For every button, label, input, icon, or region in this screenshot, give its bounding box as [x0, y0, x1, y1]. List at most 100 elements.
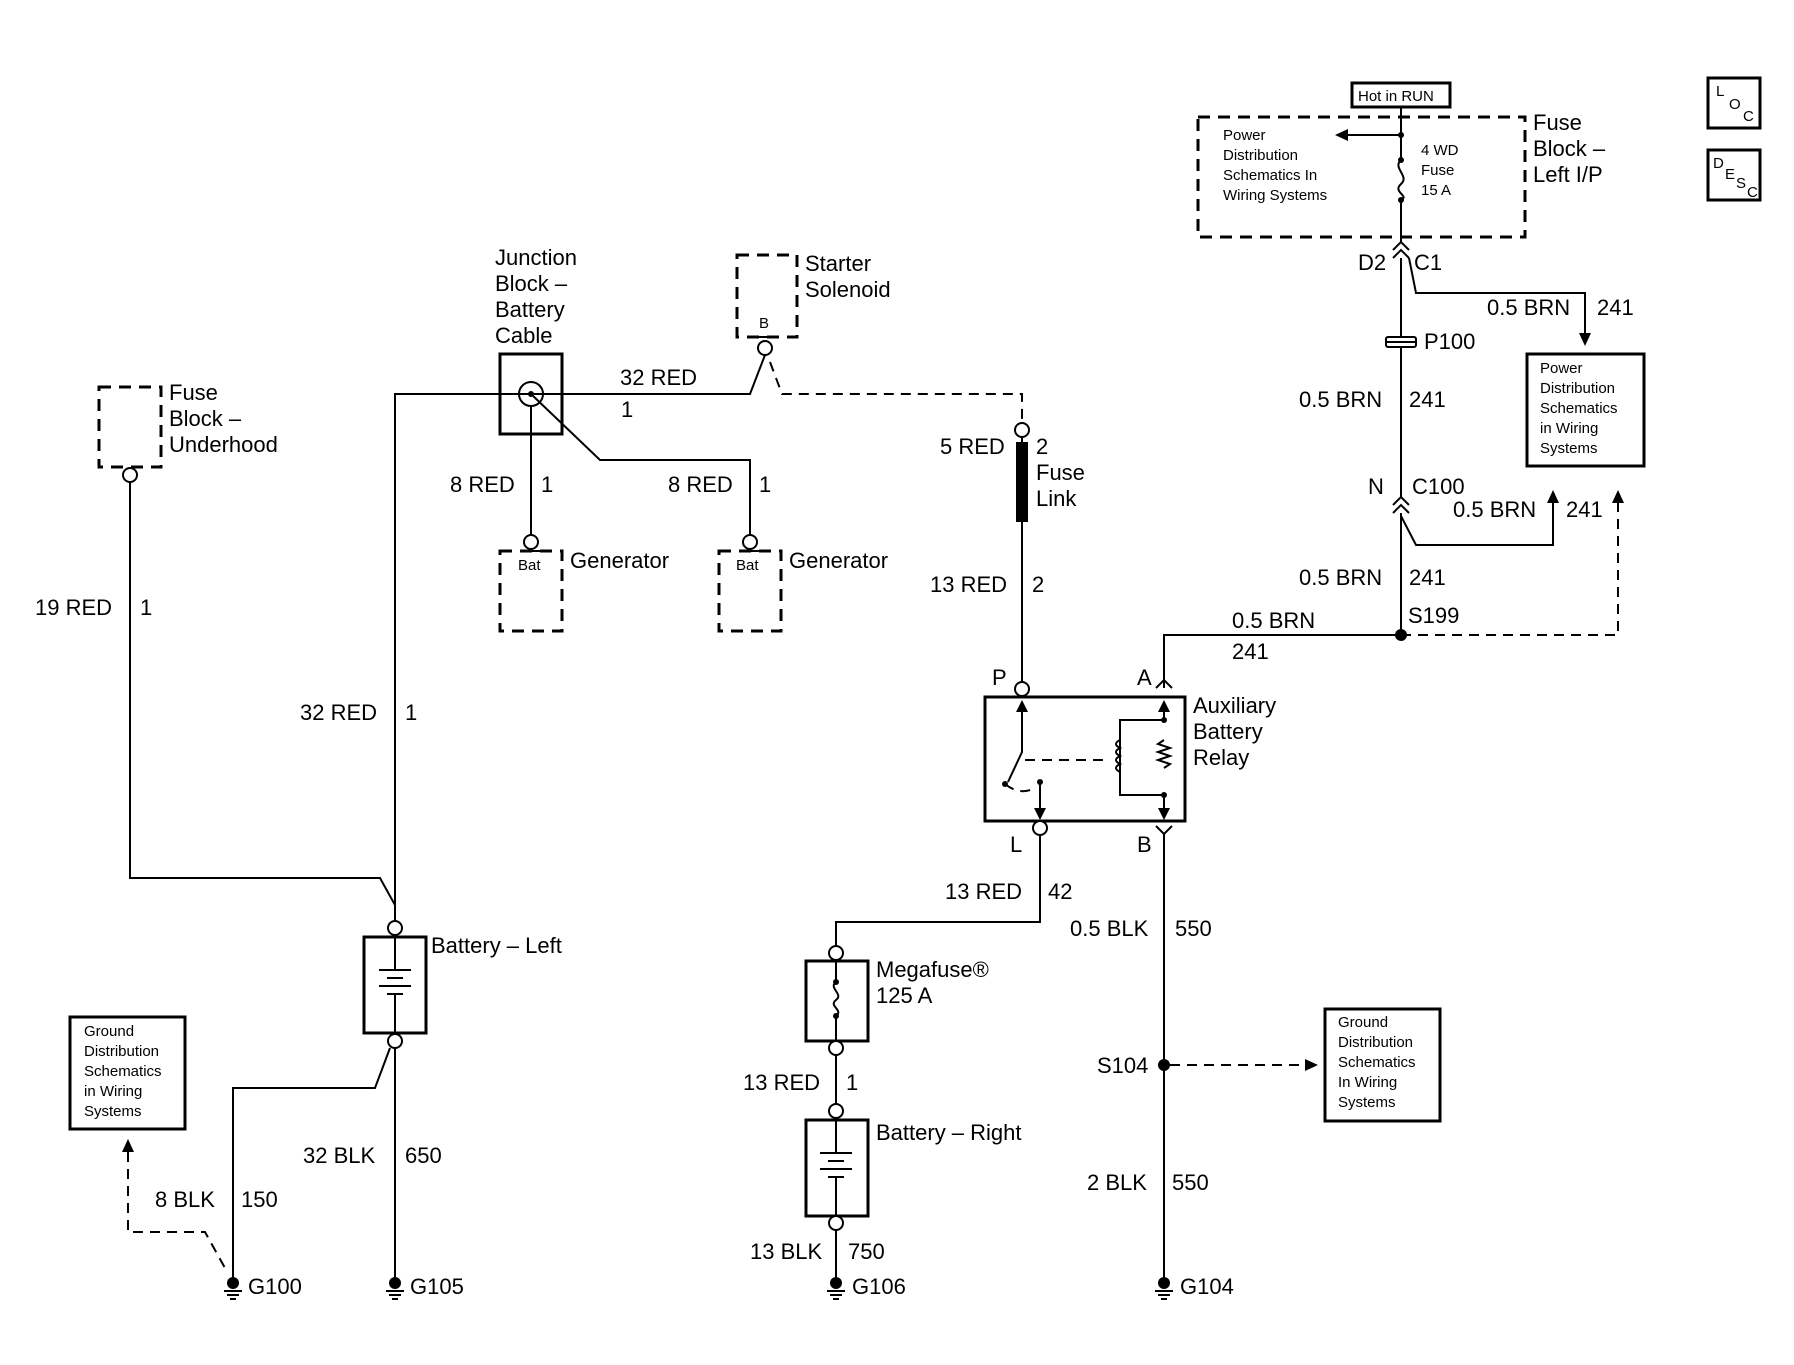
svg-text:241: 241	[1597, 295, 1634, 320]
svg-text:Block –: Block –	[1533, 136, 1606, 161]
svg-text:G106: G106	[852, 1274, 906, 1299]
svg-text:Megafuse®: Megafuse®	[876, 957, 989, 982]
svg-text:Generator: Generator	[570, 548, 669, 573]
svg-text:0.5 BRN: 0.5 BRN	[1453, 497, 1536, 522]
ground-distribution-ref-left[interactable]: Ground Distribution Schematics in Wiring…	[68, 1015, 187, 1131]
svg-text:E: E	[1725, 166, 1735, 183]
svg-text:C: C	[1747, 184, 1758, 201]
svg-text:Bat: Bat	[736, 557, 759, 574]
megafuse-125a: Megafuse® 125 A	[804, 945, 989, 1056]
svg-text:Power: Power	[1540, 360, 1583, 377]
svg-text:0.5 BRN: 0.5 BRN	[1487, 295, 1570, 320]
svg-text:42: 42	[1048, 879, 1072, 904]
wire-19-red	[129, 482, 396, 906]
svg-text:S104: S104	[1097, 1053, 1148, 1078]
svg-text:550: 550	[1172, 1170, 1209, 1195]
svg-text:2: 2	[1036, 434, 1048, 459]
svg-text:1: 1	[621, 397, 633, 422]
svg-text:D2: D2	[1358, 250, 1386, 275]
auxiliary-battery-relay: P A L B Auxiliary Battery Relay	[983, 665, 1276, 857]
svg-text:19 RED: 19 RED	[35, 595, 112, 620]
svg-text:Schematics In: Schematics In	[1223, 167, 1317, 184]
starter-solenoid: B Starter Solenoid	[735, 251, 891, 339]
svg-text:8 RED: 8 RED	[668, 472, 733, 497]
svg-text:15 A: 15 A	[1421, 182, 1451, 199]
ground-g100: G100	[224, 1274, 302, 1300]
desc-button[interactable]: D E S C	[1706, 148, 1762, 202]
svg-text:Schematics: Schematics	[84, 1063, 162, 1080]
fuse-block-underhood: Fuse Block – Underhood	[97, 380, 278, 483]
svg-text:B: B	[1137, 832, 1152, 857]
svg-text:L: L	[1716, 83, 1724, 100]
splice-s104	[1158, 1059, 1170, 1071]
svg-text:13 RED: 13 RED	[930, 572, 1007, 597]
svg-text:Bat: Bat	[518, 557, 541, 574]
svg-text:13 RED: 13 RED	[945, 879, 1022, 904]
svg-text:13 BLK: 13 BLK	[750, 1239, 822, 1264]
svg-text:0.5 BLK: 0.5 BLK	[1070, 916, 1149, 941]
svg-text:in Wiring: in Wiring	[84, 1083, 142, 1100]
svg-text:Battery – Right: Battery – Right	[876, 1120, 1022, 1145]
svg-text:1: 1	[140, 595, 152, 620]
svg-text:Fuse: Fuse	[169, 380, 218, 405]
power-distribution-ref-box[interactable]: Power Distribution Schematics in Wiring …	[1525, 352, 1646, 468]
svg-text:Battery: Battery	[1193, 719, 1263, 744]
svg-text:32 RED: 32 RED	[300, 700, 377, 725]
generator-b: Bat Generator	[717, 534, 888, 633]
svg-text:Fuse: Fuse	[1533, 110, 1582, 135]
svg-text:Ground: Ground	[1338, 1014, 1388, 1031]
svg-text:Wiring Systems: Wiring Systems	[1223, 187, 1327, 204]
svg-text:8 RED: 8 RED	[450, 472, 515, 497]
svg-text:G105: G105	[410, 1274, 464, 1299]
svg-text:C100: C100	[1412, 474, 1465, 499]
svg-text:Relay: Relay	[1193, 745, 1249, 770]
svg-text:Block –: Block –	[495, 271, 568, 296]
svg-text:Auxiliary: Auxiliary	[1193, 693, 1276, 718]
svg-text:125 A: 125 A	[876, 983, 933, 1008]
loc-button[interactable]: L O C	[1706, 76, 1762, 130]
svg-text:B: B	[759, 315, 769, 332]
svg-text:Schematics: Schematics	[1540, 400, 1618, 417]
svg-text:550: 550	[1175, 916, 1212, 941]
svg-text:Schematics: Schematics	[1338, 1054, 1416, 1071]
svg-text:Fuse: Fuse	[1421, 162, 1454, 179]
svg-text:650: 650	[405, 1143, 442, 1168]
svg-text:Ground: Ground	[84, 1023, 134, 1040]
svg-text:0.5 BRN: 0.5 BRN	[1299, 565, 1382, 590]
svg-text:S199: S199	[1408, 603, 1459, 628]
ground-distribution-ref-right[interactable]: Ground Distribution Schematics In Wiring…	[1323, 1007, 1442, 1123]
fuse-link: 5 RED 2 Fuse Link	[940, 422, 1085, 522]
svg-text:4 WD: 4 WD	[1421, 142, 1459, 159]
svg-text:C: C	[1743, 108, 1754, 125]
svg-text:Distribution: Distribution	[1223, 147, 1298, 164]
svg-text:Battery: Battery	[495, 297, 565, 322]
junction-block-battery-cable: Junction Block – Battery Cable	[495, 245, 577, 436]
svg-text:1: 1	[405, 700, 417, 725]
svg-text:2: 2	[1032, 572, 1044, 597]
svg-text:Systems: Systems	[1338, 1094, 1396, 1111]
wire-brn-241-to-pd	[1408, 257, 1586, 336]
svg-text:Battery – Left: Battery – Left	[431, 933, 562, 958]
svg-text:1: 1	[846, 1070, 858, 1095]
svg-text:Power: Power	[1223, 127, 1266, 144]
battery-left: Battery – Left	[362, 920, 562, 1049]
svg-text:Systems: Systems	[1540, 440, 1598, 457]
passthrough-p100: P100	[1385, 329, 1475, 354]
svg-text:32 RED: 32 RED	[620, 365, 697, 390]
svg-text:P: P	[992, 665, 1007, 690]
svg-text:D: D	[1713, 155, 1724, 172]
svg-text:Distribution: Distribution	[84, 1043, 159, 1060]
svg-text:241: 241	[1409, 565, 1446, 590]
svg-text:O: O	[1729, 96, 1741, 113]
fuse-block-left-ip: Hot in RUN Power Distribution Schematics…	[1196, 81, 1606, 242]
svg-text:Underhood: Underhood	[169, 432, 278, 457]
svg-text:Block –: Block –	[169, 406, 242, 431]
arrow-down-icon	[1579, 333, 1591, 346]
battery-right: Battery – Right	[804, 1103, 1022, 1231]
svg-text:13 RED: 13 RED	[743, 1070, 820, 1095]
svg-text:L: L	[1010, 832, 1022, 857]
ground-g105: G105	[386, 1274, 464, 1300]
svg-text:750: 750	[848, 1239, 885, 1264]
fuse-symbol-icon	[1397, 159, 1405, 201]
